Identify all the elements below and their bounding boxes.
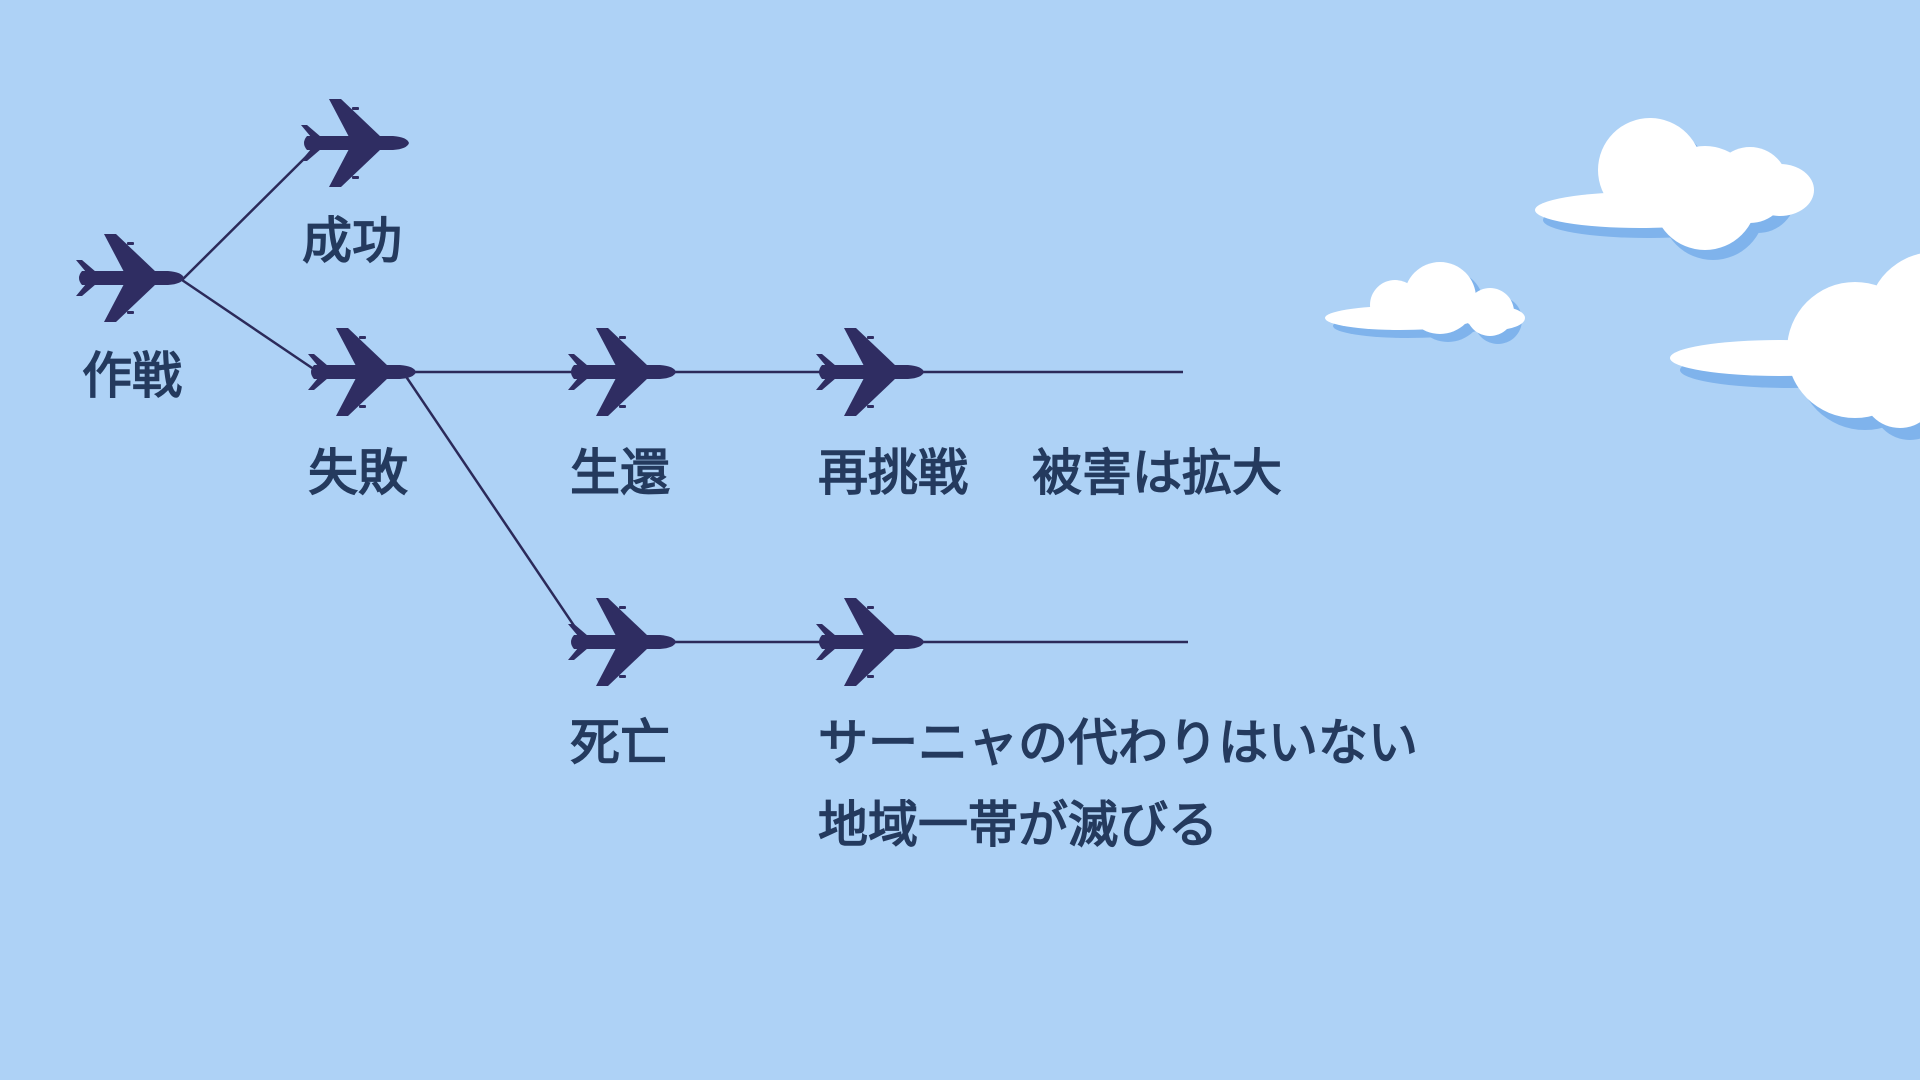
airplane-icon [76, 234, 184, 322]
link-sakusen-seikou [181, 144, 319, 281]
link-sakusen-shippai [181, 278, 319, 374]
cloud-right [1670, 253, 1920, 440]
outcome-no-replacement: サーニャの代わりはいない [818, 714, 1418, 772]
outcome-region-destroyed: 地域一帯が滅びる [818, 796, 1218, 854]
airplane-icon [816, 598, 924, 686]
node-label-sakusen: 作戦 [82, 347, 182, 405]
airplane-icon [301, 99, 409, 187]
airplane-icon [568, 328, 676, 416]
link-shippai-shibou [403, 374, 587, 643]
node-label-shippai: 失敗 [308, 444, 409, 502]
node-label-seikou: 成功 [302, 212, 402, 270]
airplane-icon [816, 328, 924, 416]
cloud-small [1325, 262, 1525, 344]
node-label-seikan: 生還 [570, 444, 670, 502]
airplane-icon [308, 328, 416, 416]
airplane-icon [568, 598, 676, 686]
node-label-saichousen: 再挑戦 [818, 444, 968, 502]
outcome-damage-expands: 被害は拡大 [1032, 444, 1282, 502]
node-label-shibou: 死亡 [570, 714, 670, 772]
connector-lines [181, 144, 1188, 644]
cloud-top [1535, 118, 1814, 260]
